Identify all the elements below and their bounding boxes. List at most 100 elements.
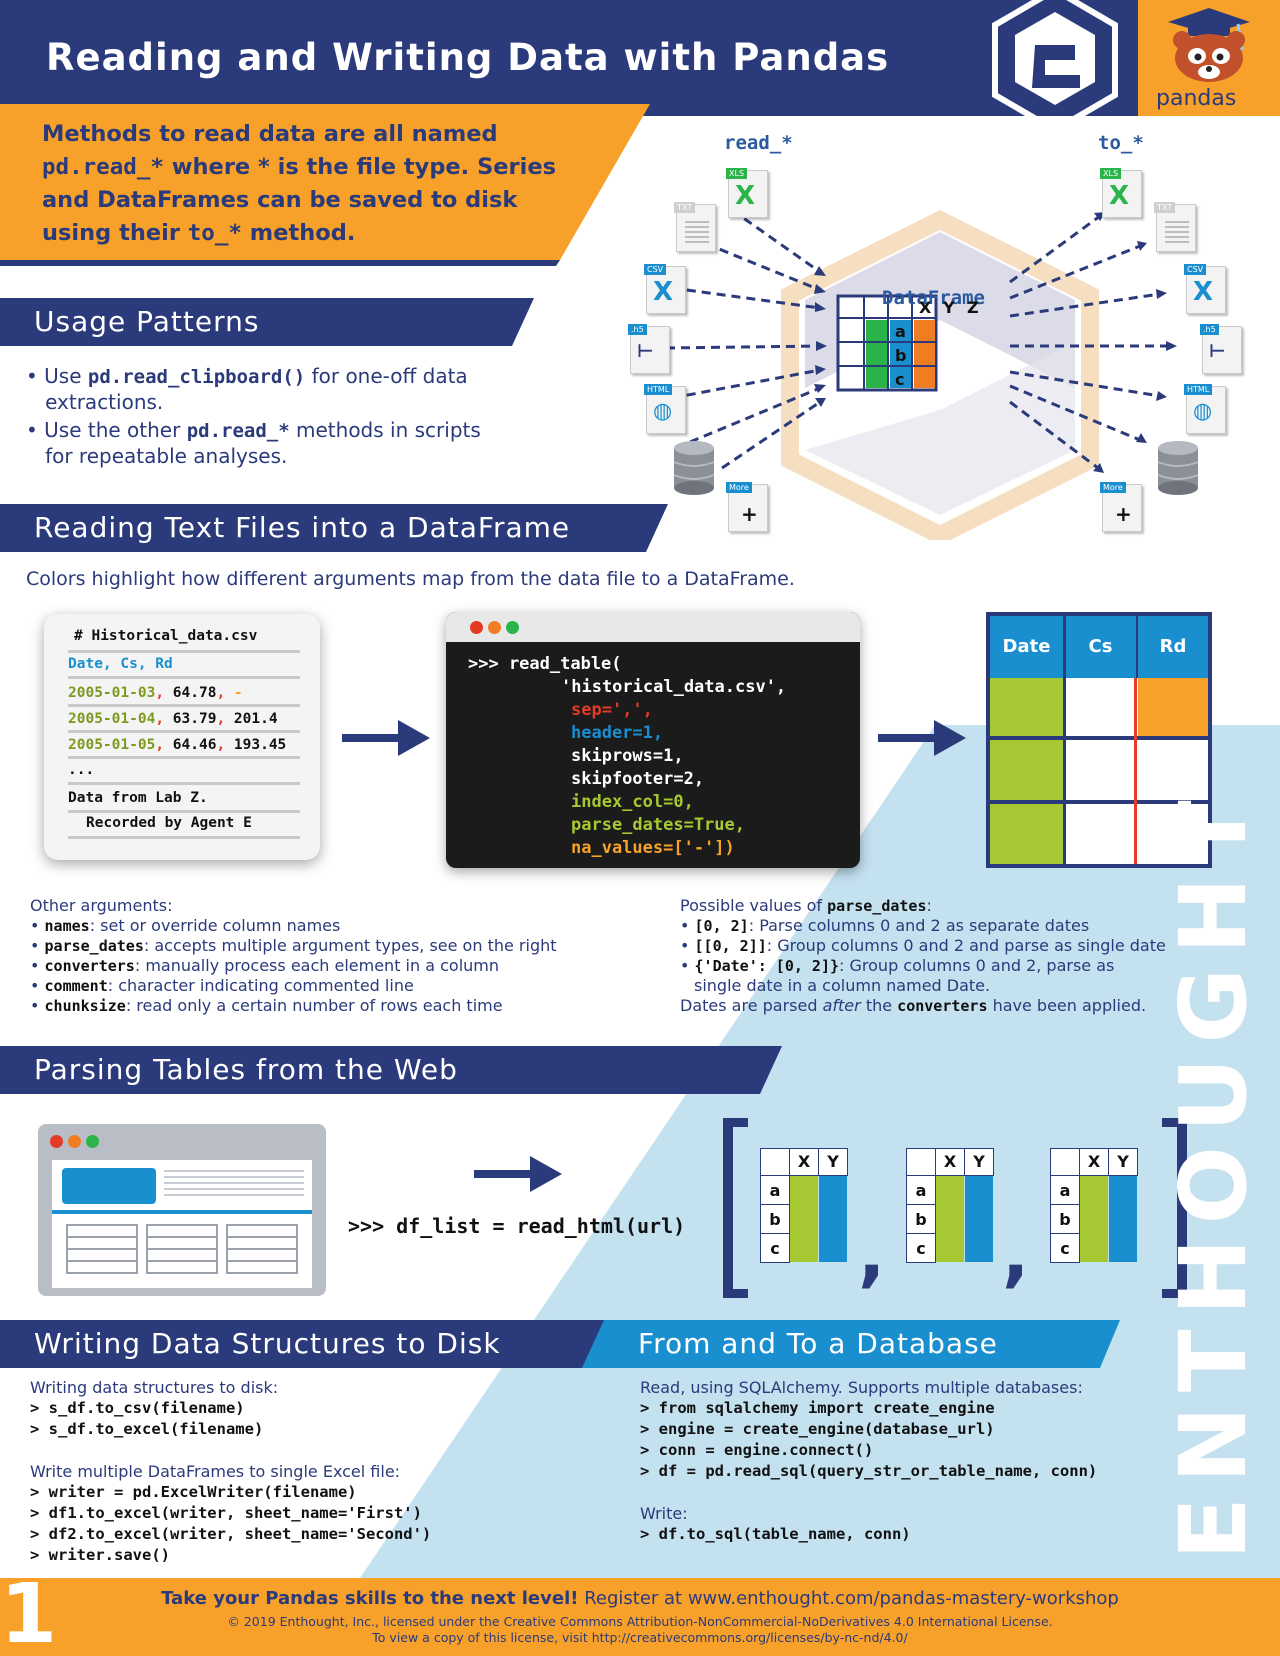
parse-title-pre: Possible values of: [680, 896, 828, 915]
parse-value-1-text: : Parse columns 0 and 2 as separate date…: [748, 916, 1090, 935]
csv-row-3: 2005-01-05, 64.46, 193.45: [68, 737, 287, 753]
parse-value-2-code: [[0, 2]]: [694, 937, 767, 955]
pandas-logo: [1138, 0, 1280, 116]
df-row-a: a: [895, 322, 906, 341]
txt-tag-out: TXT: [1154, 202, 1176, 213]
footer-license-2[interactable]: To view a copy of this license, visit ht…: [372, 1630, 908, 1645]
mini3-row-c: c: [1050, 1233, 1080, 1263]
csv-row-1: 2005-01-03, 64.78, -: [68, 685, 243, 701]
usage-b2-post: methods in scripts: [289, 418, 481, 442]
page-number: 1: [0, 1567, 58, 1656]
mini2-row-a: a: [906, 1175, 936, 1205]
intro-banner: [0, 104, 650, 266]
csv-row-1-rd: -: [225, 685, 243, 701]
other-arg-1-code: names: [44, 917, 90, 935]
other-arg-2-code: parse_dates: [44, 937, 144, 955]
read-clipboard-code: pd.read_clipboard(): [87, 366, 306, 388]
mini-dataframe-2: X Y a b c: [906, 1148, 994, 1266]
usage-heading: Usage Patterns: [34, 305, 260, 338]
database-label-2: Write:: [640, 1504, 688, 1523]
database-code-4: > df = pd.read_sql(query_str_or_table_na…: [640, 1462, 1098, 1480]
more-file-icon-out: More+: [1100, 482, 1142, 532]
parse-value-1-code: [0, 2]: [694, 917, 749, 935]
parse-note-em: after: [822, 996, 861, 1015]
csv-row-1-date: 2005-01-03: [68, 685, 156, 701]
mini3-col-y: Y: [1108, 1148, 1138, 1176]
web-heading: Parsing Tables from the Web: [34, 1053, 458, 1086]
other-arg-3-code: converters: [44, 957, 135, 975]
intro-text: Methods to read data are all named pd.re…: [42, 118, 602, 250]
parse-note-mid: the: [860, 996, 898, 1015]
terminal-line-8: parse_dates=True,: [571, 815, 745, 835]
arrow-right-icon: [342, 720, 430, 756]
out-col-date: Date: [990, 616, 1063, 678]
writing-heading-bar: [0, 1320, 604, 1368]
csv-row-2: 2005-01-04, 63.79, 201.4: [68, 711, 278, 727]
usage-bullet-2: • Use the other pd.read_* methods in scr…: [26, 418, 481, 468]
footer-license-1: © 2019 Enthought, Inc., licensed under t…: [227, 1614, 1053, 1629]
writing-code-1: > s_df.to_csv(filename): [30, 1399, 245, 1417]
browser-close-dot: [50, 1135, 63, 1148]
terminal-line-7: index_col=0,: [571, 792, 694, 812]
read-star-label: read_*: [724, 132, 793, 154]
other-arg-5-text: : read only a certain number of rows eac…: [125, 996, 503, 1015]
other-arg-2: • parse_dates: accepts multiple argument…: [30, 936, 557, 955]
enthought-logo-icon: [992, 0, 1118, 116]
other-arg-1-text: : set or override column names: [89, 916, 341, 935]
other-arg-1: • names: set or override column names: [30, 916, 341, 935]
usage-b1-line2: extractions.: [45, 390, 164, 414]
browser-page: [52, 1160, 312, 1288]
intro-line-1: Methods to read data are all named: [42, 121, 498, 147]
usage-bullet-1: • Use pd.read_clipboard() for one-off da…: [26, 364, 468, 414]
txt-file-icon: TXT: [674, 202, 716, 252]
parse-note-post: have been applied.: [987, 996, 1147, 1015]
parse-value-3-text: : Group columns 0 and 2, parse as: [839, 956, 1115, 975]
mini2-row-b: b: [906, 1204, 936, 1234]
usage-b2-pre: Use the other: [44, 418, 187, 442]
minimize-dot-icon: [488, 621, 501, 634]
h5-tag-out: .h5: [1200, 324, 1219, 335]
database-icon: [673, 441, 715, 495]
df-col-y: Y: [943, 298, 955, 317]
csv-file-card: # Historical_data.csv Date, Cs, Rd 2005-…: [44, 614, 320, 860]
h5-file-icon-out: .h5⊢: [1200, 324, 1242, 374]
mini2-col-x: X: [935, 1148, 965, 1176]
parse-note-pre: Dates are parsed: [680, 996, 823, 1015]
arrow-right-icon-2: [878, 720, 966, 756]
footer-bar: [0, 1578, 1280, 1656]
other-arg-4: • comment: character indicating commente…: [30, 976, 414, 995]
svg-text:,: ,: [858, 1211, 885, 1295]
mini1-col-x: X: [789, 1148, 819, 1176]
writing-code-4: > df1.to_excel(writer, sheet_name='First…: [30, 1504, 422, 1522]
parse-value-2-text: : Group columns 0 and 2 and parse as sin…: [766, 936, 1166, 955]
csv-tag-out: CSV: [1184, 264, 1207, 275]
intro-line-4: using their to_* method.: [42, 217, 602, 250]
writing-code-6: > writer.save(): [30, 1546, 170, 1564]
out-col-cs: Cs: [1063, 616, 1136, 678]
parse-value-3-code: {'Date': [0, 2]}: [694, 957, 840, 975]
page-title: Reading and Writing Data with Pandas: [46, 36, 890, 79]
other-arg-4-code: comment: [44, 977, 108, 995]
other-arg-4-text: : character indicating commented line: [107, 976, 414, 995]
red-panda-icon: [1168, 8, 1250, 82]
mini2-col-y: Y: [964, 1148, 994, 1176]
other-arg-5: • chunksize: read only a certain number …: [30, 996, 503, 1015]
svg-text:,: ,: [1002, 1211, 1029, 1295]
csv-row-3-date: 2005-01-05: [68, 737, 156, 753]
other-args-title: Other arguments:: [30, 896, 173, 915]
browser-window-icon: [38, 1124, 326, 1296]
h5-tag: .h5: [628, 324, 647, 335]
footer-cta-link[interactable]: Register at www.enthought.com/pandas-mas…: [578, 1588, 1119, 1609]
mini2-row-c: c: [906, 1233, 936, 1263]
csv-footer-2: Recorded by Agent E: [86, 815, 252, 831]
terminal-title-bar: [446, 612, 860, 642]
read-write-diagram: [665, 208, 1177, 540]
csv-row-3-cs: 64.46: [164, 737, 217, 753]
intro-line-2-rest: where * is the file type. Series: [163, 154, 556, 180]
database-code-5: > df.to_sql(table_name, conn): [640, 1525, 911, 1543]
txt-file-icon-out: TXT: [1154, 202, 1196, 252]
database-code-1: > from sqlalchemy import create_engine: [640, 1399, 995, 1417]
browser-max-dot: [86, 1135, 99, 1148]
other-arg-3: • converters: manually process each elem…: [30, 956, 500, 975]
